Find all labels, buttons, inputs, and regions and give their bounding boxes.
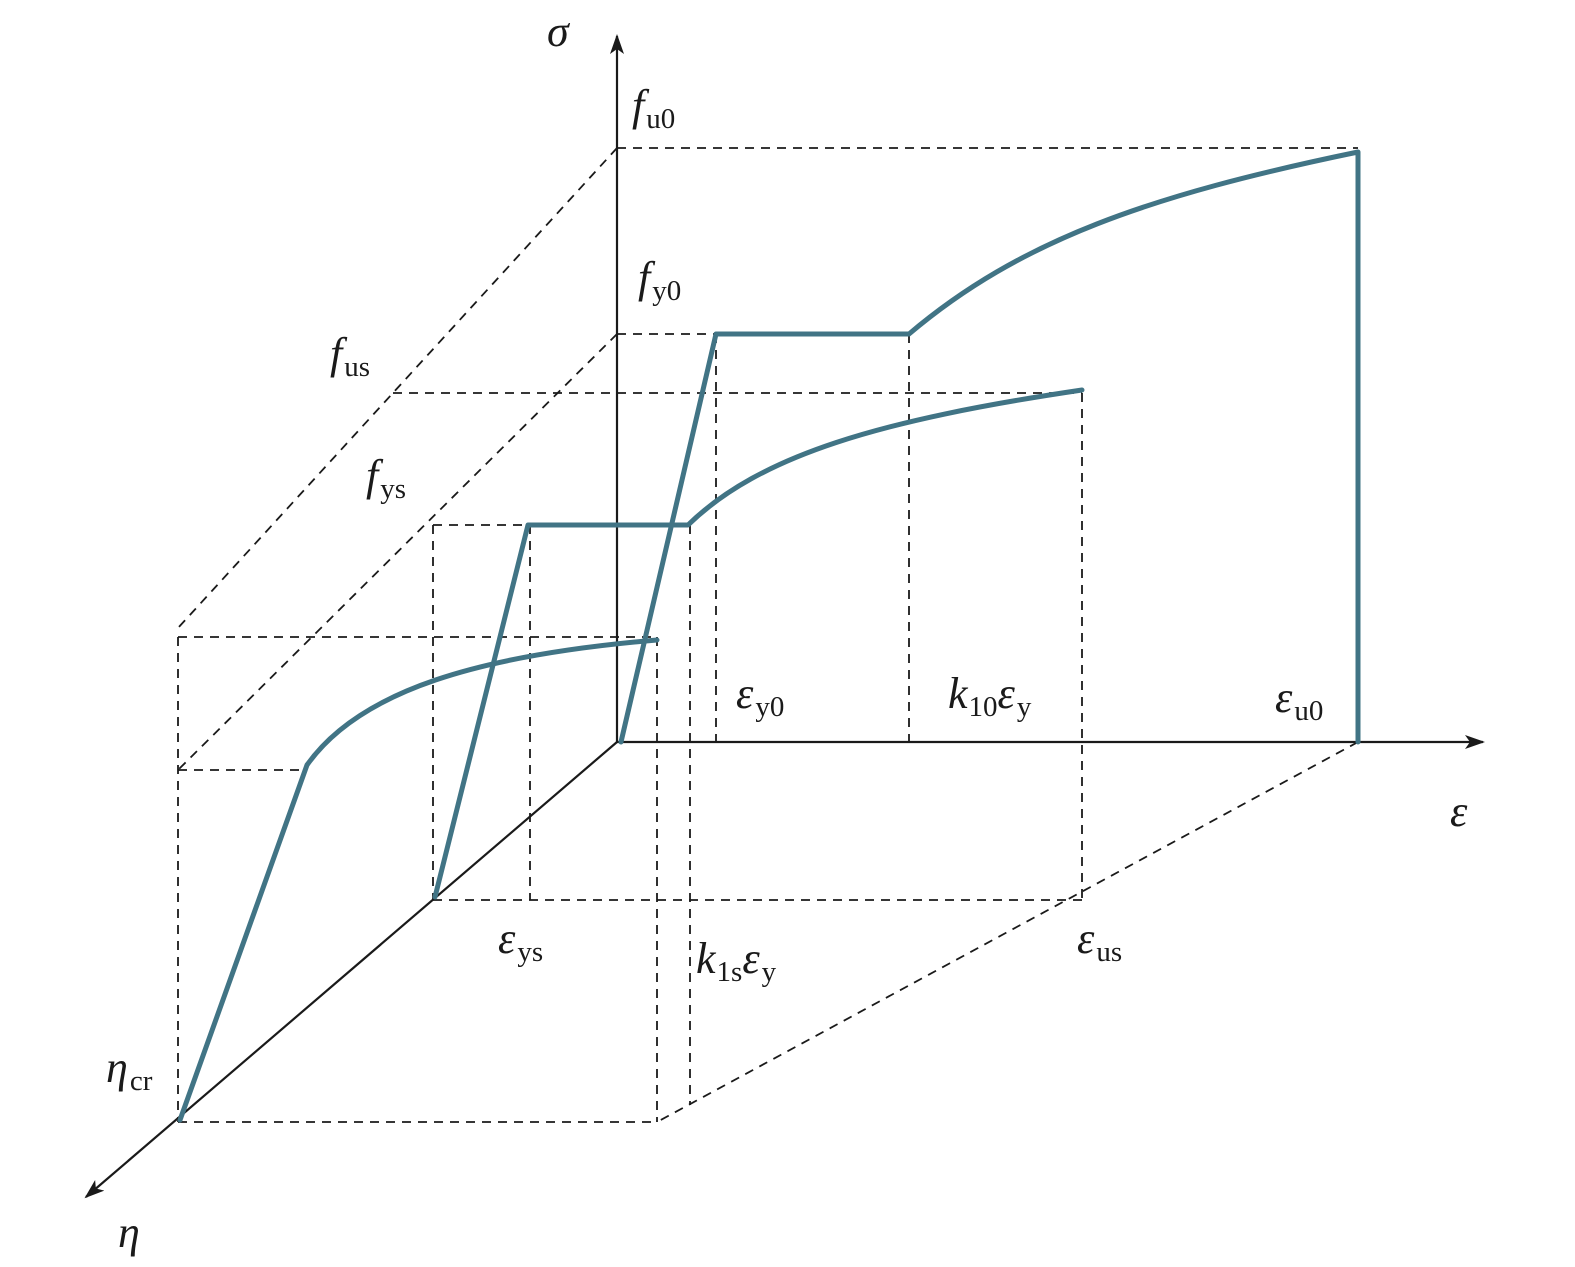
label-k10-eps-y: k10εy bbox=[948, 669, 1032, 723]
label-eps-y0: εy0 bbox=[736, 669, 784, 723]
label-eta-cr: ηcr bbox=[106, 1043, 153, 1097]
curve-eta-s bbox=[432, 387, 1085, 900]
curve-eta-cr bbox=[177, 637, 660, 1123]
label-fus: fus bbox=[330, 329, 370, 383]
eta-axis-label: η bbox=[118, 1208, 140, 1257]
label-k1s-eps-y: k1sεy bbox=[696, 934, 777, 988]
eta-axis bbox=[84, 741, 618, 1199]
label-eps-u0: εu0 bbox=[1275, 673, 1323, 727]
label-fy0: fy0 bbox=[638, 253, 681, 307]
dashed-guides bbox=[177, 147, 1359, 1123]
label-fys: fys bbox=[366, 451, 406, 505]
epsilon-axis-label: ε bbox=[1450, 787, 1468, 836]
label-eps-us: εus bbox=[1077, 914, 1122, 968]
label-fu0: fu0 bbox=[632, 81, 675, 135]
curve-eta-0 bbox=[618, 149, 1361, 745]
sigma-axis-label: σ bbox=[547, 7, 571, 56]
label-eps-ys: εys bbox=[498, 914, 543, 968]
